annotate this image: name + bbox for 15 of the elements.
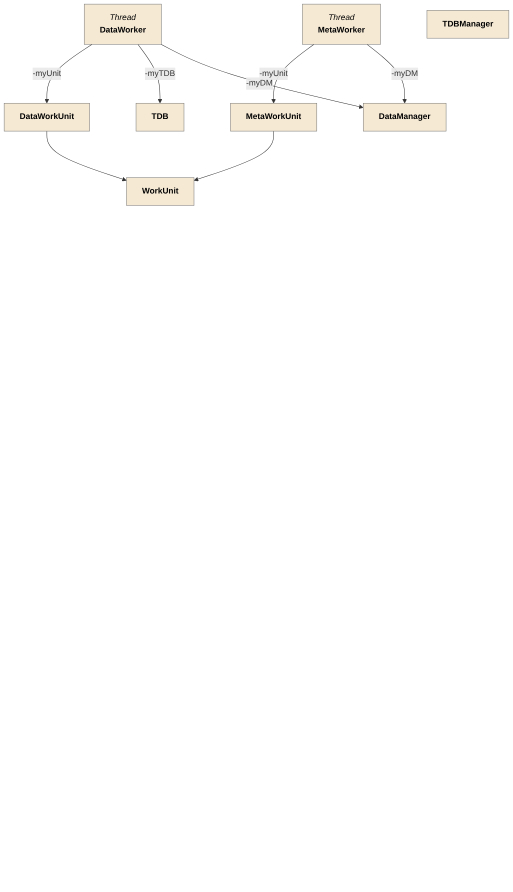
node-box: TDBManager xyxy=(426,10,510,38)
node-box: TDB xyxy=(136,102,184,132)
node-box: DataWorkUnit xyxy=(4,102,90,132)
arrow xyxy=(46,130,127,182)
edge-label: -myUnit xyxy=(32,69,62,78)
node-box: Thread DataWorker xyxy=(84,4,162,45)
node-box: MetaWorkUnit xyxy=(230,102,318,132)
node-box: DataManager xyxy=(362,102,446,132)
edge-label: -myTDB xyxy=(144,69,176,78)
edge-label: -myUnit xyxy=(259,69,288,78)
arrow xyxy=(194,130,274,182)
edge-label: -myDM xyxy=(246,78,273,88)
edge-label: -myDM xyxy=(391,69,418,78)
node-box: WorkUnit xyxy=(126,177,194,206)
node-box: Thread MetaWorker xyxy=(302,4,381,45)
